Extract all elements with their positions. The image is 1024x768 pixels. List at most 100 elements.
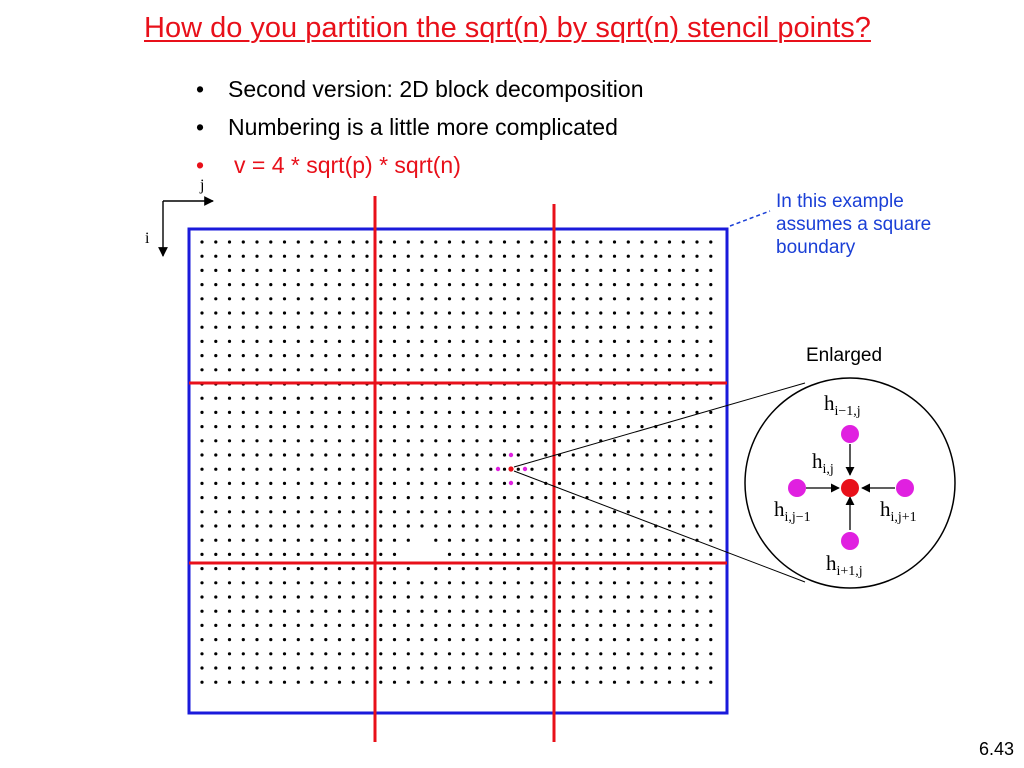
grid-point [351,652,355,656]
grid-point [654,396,658,400]
grid-point [420,581,424,585]
grid-point [434,453,438,457]
grid-point [337,666,342,670]
grid-point [502,268,507,272]
grid-point [337,467,342,471]
grid-point [599,425,603,429]
grid-point [571,439,575,443]
grid-point [434,496,438,500]
grid-point [296,467,300,471]
grid-point [709,595,713,599]
grid-point [626,638,630,642]
grid-point [530,396,534,400]
label-left: hi,j−1 [774,497,811,525]
grid-point [365,254,369,258]
grid-point [296,524,300,528]
grid-point [200,552,204,557]
grid-point [557,368,562,372]
grid-point [351,396,355,400]
grid-point [406,623,410,628]
grid-point [214,283,218,287]
grid-point [585,240,589,244]
grid-point [461,666,465,670]
grid-point [475,538,479,542]
grid-point [282,467,287,471]
grid-point [392,638,397,642]
grid-point [612,680,617,684]
grid-point [612,354,617,358]
grid-point [351,595,355,599]
callout-line: boundary [776,237,856,258]
grid-point [392,510,397,514]
grid-point [489,595,493,599]
grid-point [695,453,699,457]
grid-point [599,581,603,585]
grid-point [585,524,589,528]
grid-point [557,425,562,429]
grid-point [709,680,713,684]
grid-point [255,268,259,272]
grid-point [406,453,410,457]
grid-point [695,623,699,628]
grid-point [282,297,287,301]
grid-point [489,638,493,642]
grid-point [255,311,259,315]
grid-point [585,268,589,272]
grid-point [310,581,314,585]
grid-point [379,325,383,329]
grid-point [447,453,452,457]
grid-point [310,467,314,471]
grid-point [296,325,300,329]
grid-point [695,481,699,485]
grid-point [255,354,259,358]
grid-point [502,396,507,400]
grid-point [296,496,300,500]
grid-point [612,368,617,372]
grid-point [654,666,658,670]
grid-point [406,425,410,429]
grid-point [475,410,479,414]
grid-point [365,538,369,542]
grid-point [654,595,658,599]
grid-point [640,325,644,329]
grid-point [667,538,672,542]
grid-point [585,396,589,400]
grid-point [447,510,452,514]
grid-point [530,410,534,414]
grid-point [406,368,410,372]
grid-point [667,638,672,642]
grid-point [544,538,548,542]
grid-point [447,481,452,485]
grid-point [447,339,452,343]
slide-title: How do you partition the sqrt(n) by sqrt… [144,12,871,44]
grid-point [434,524,438,528]
grid-point [571,510,575,514]
grid-point [392,680,397,684]
grid-point [544,410,548,414]
grid-point [200,339,204,343]
grid-point [530,595,534,599]
grid-point [667,552,672,557]
grid-point [296,254,300,258]
grid-point [502,496,507,500]
grid-point [351,567,355,571]
grid-point [269,581,273,585]
grid-point [530,439,534,443]
grid-point [626,396,630,400]
grid-point [447,652,452,656]
grid-point [599,368,603,372]
grid-point [475,680,479,684]
grid-point [310,552,314,557]
grid-point [406,254,410,258]
grid-point [434,354,438,358]
grid-point [434,311,438,315]
grid-point [461,638,465,642]
grid-point [379,666,383,670]
grid-point [571,240,575,244]
grid-point [379,297,383,301]
grid-point [200,496,204,500]
grid-point [502,368,507,372]
grid-point [310,325,314,329]
grid-point [654,467,658,471]
grid-point [475,439,479,443]
